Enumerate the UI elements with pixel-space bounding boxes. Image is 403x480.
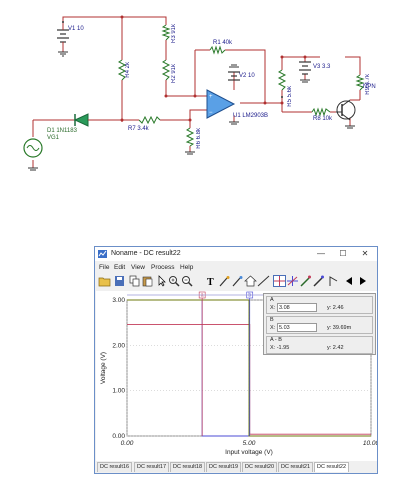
cursor-a-x-label: X:	[270, 305, 276, 311]
r3-label: R3 91k	[171, 24, 177, 44]
r8-label: R8 10k	[313, 116, 333, 122]
tab-dc-result22[interactable]: DC result22	[314, 462, 350, 472]
tab-dc-result21[interactable]: DC result21	[278, 462, 314, 472]
tab-dc-result18[interactable]: DC result18	[170, 462, 206, 472]
x-axis-label: Input voltage (V)	[225, 449, 273, 456]
cursor-a-y: y: 2.46	[327, 305, 344, 311]
cursor-readout-panel: A X: 3.08 y: 2.46 B X: 5.03 y: 39.69m A …	[263, 293, 376, 355]
y-axis-label: Voltage (V)	[100, 352, 107, 384]
v1-label: V1 10	[68, 26, 84, 32]
v2-label: V2 10	[239, 73, 255, 79]
save-icon[interactable]	[113, 275, 126, 287]
zoom-out-icon[interactable]	[181, 275, 194, 287]
tab-dc-result16[interactable]: DC result16	[97, 462, 133, 472]
cursor-cross2-icon[interactable]	[286, 275, 299, 287]
cursor-b-label: b	[248, 293, 251, 299]
y-tick-label: 0.00	[112, 433, 125, 440]
svg-text:+: +	[209, 94, 213, 100]
dc-result-window: Noname - DC result22 — ☐ ✕ File Edit Vie…	[94, 246, 380, 474]
npn-label: NPN	[363, 84, 376, 90]
svg-text:−: −	[209, 110, 213, 116]
menu-process[interactable]: Process	[151, 264, 175, 271]
house-icon[interactable]	[244, 275, 257, 287]
cursor-a-group: A X: 3.08 y: 2.46	[266, 296, 373, 314]
wand-icon[interactable]	[218, 275, 231, 287]
maximize-button[interactable]: ☐	[339, 249, 347, 258]
series-line-3	[127, 299, 371, 437]
cursor-ab-x: X: -1.95	[270, 345, 290, 351]
r1-label: R1 40k	[213, 40, 233, 46]
tab-dc-result20[interactable]: DC result20	[242, 462, 278, 472]
scroll-left-icon[interactable]	[343, 275, 356, 287]
app-icon	[98, 250, 107, 258]
cursor-b-label: B	[270, 317, 274, 323]
cursor-cross-icon[interactable]	[273, 275, 286, 287]
open-icon[interactable]	[98, 275, 111, 287]
cursor-b-x-field[interactable]: 5.03	[277, 323, 317, 332]
minimize-button[interactable]: —	[317, 249, 325, 258]
window-title: Noname - DC result22	[111, 250, 181, 257]
y-tick-label: 1.00	[112, 388, 125, 395]
v3-label: V3 3.3	[313, 64, 331, 70]
scroll-right-icon[interactable]	[356, 275, 369, 287]
cursor-ab-y: y: 2.42	[327, 345, 344, 351]
arrow-icon[interactable]	[327, 275, 340, 287]
d1-label: D1 1N1183	[47, 128, 77, 134]
menu-help[interactable]: Help	[180, 264, 194, 271]
tab-dc-result17[interactable]: DC result17	[134, 462, 170, 472]
cursor-b-group: B X: 5.03 y: 39.69m	[266, 316, 373, 334]
toolbar: T	[95, 274, 377, 289]
cursor-a-label: A	[270, 297, 274, 303]
cursor-a-label: a	[201, 293, 204, 299]
cursor-ab-label: A - B	[270, 337, 282, 343]
cursor-ab-group: A - B X: -1.95 y: 2.42	[266, 336, 373, 354]
menu-bar: File Edit View Process Help	[95, 262, 377, 273]
y-tick-label: 3.00	[112, 297, 125, 304]
wand2-icon[interactable]	[231, 275, 244, 287]
menu-view[interactable]: View	[131, 264, 145, 271]
x-tick-label: 10.00	[363, 440, 377, 447]
menu-file[interactable]: File	[99, 264, 110, 271]
y-tick-label: 2.00	[112, 342, 125, 349]
close-button[interactable]: ✕	[361, 249, 369, 258]
x-tick-label: 0.00	[121, 440, 134, 447]
cursor-b-x-label: X:	[270, 325, 276, 331]
vg1-label: VG1	[47, 135, 60, 141]
u1-label: U1 LM2903B	[233, 113, 269, 119]
r2-label: R2 91k	[171, 64, 177, 84]
r5-label: R5 5.6k	[287, 86, 293, 107]
paste-icon[interactable]	[141, 275, 154, 287]
text-icon[interactable]: T	[205, 275, 218, 287]
menu-edit[interactable]: Edit	[114, 264, 126, 271]
r7-label: R7 3.4k	[128, 126, 149, 132]
pen2-icon[interactable]	[312, 275, 325, 287]
r6-label: R6 6.8k	[196, 128, 202, 149]
zoom-in-icon[interactable]	[168, 275, 181, 287]
copy-icon[interactable]	[128, 275, 141, 287]
r4-label: R4 2k	[125, 62, 131, 78]
x-tick-label: 5.00	[243, 440, 256, 447]
tab-dc-result19[interactable]: DC result19	[206, 462, 242, 472]
svg-text:T: T	[207, 277, 214, 287]
title-bar[interactable]: Noname - DC result22 — ☐ ✕	[95, 247, 377, 261]
cursor-b-y: y: 39.69m	[327, 325, 352, 331]
pointer-icon[interactable]	[155, 275, 168, 287]
line-icon[interactable]	[257, 275, 270, 287]
circuit-schematic: + −	[23, 15, 365, 171]
pen-icon[interactable]	[299, 275, 312, 287]
cursor-a-x-field[interactable]: 3.08	[277, 303, 317, 312]
